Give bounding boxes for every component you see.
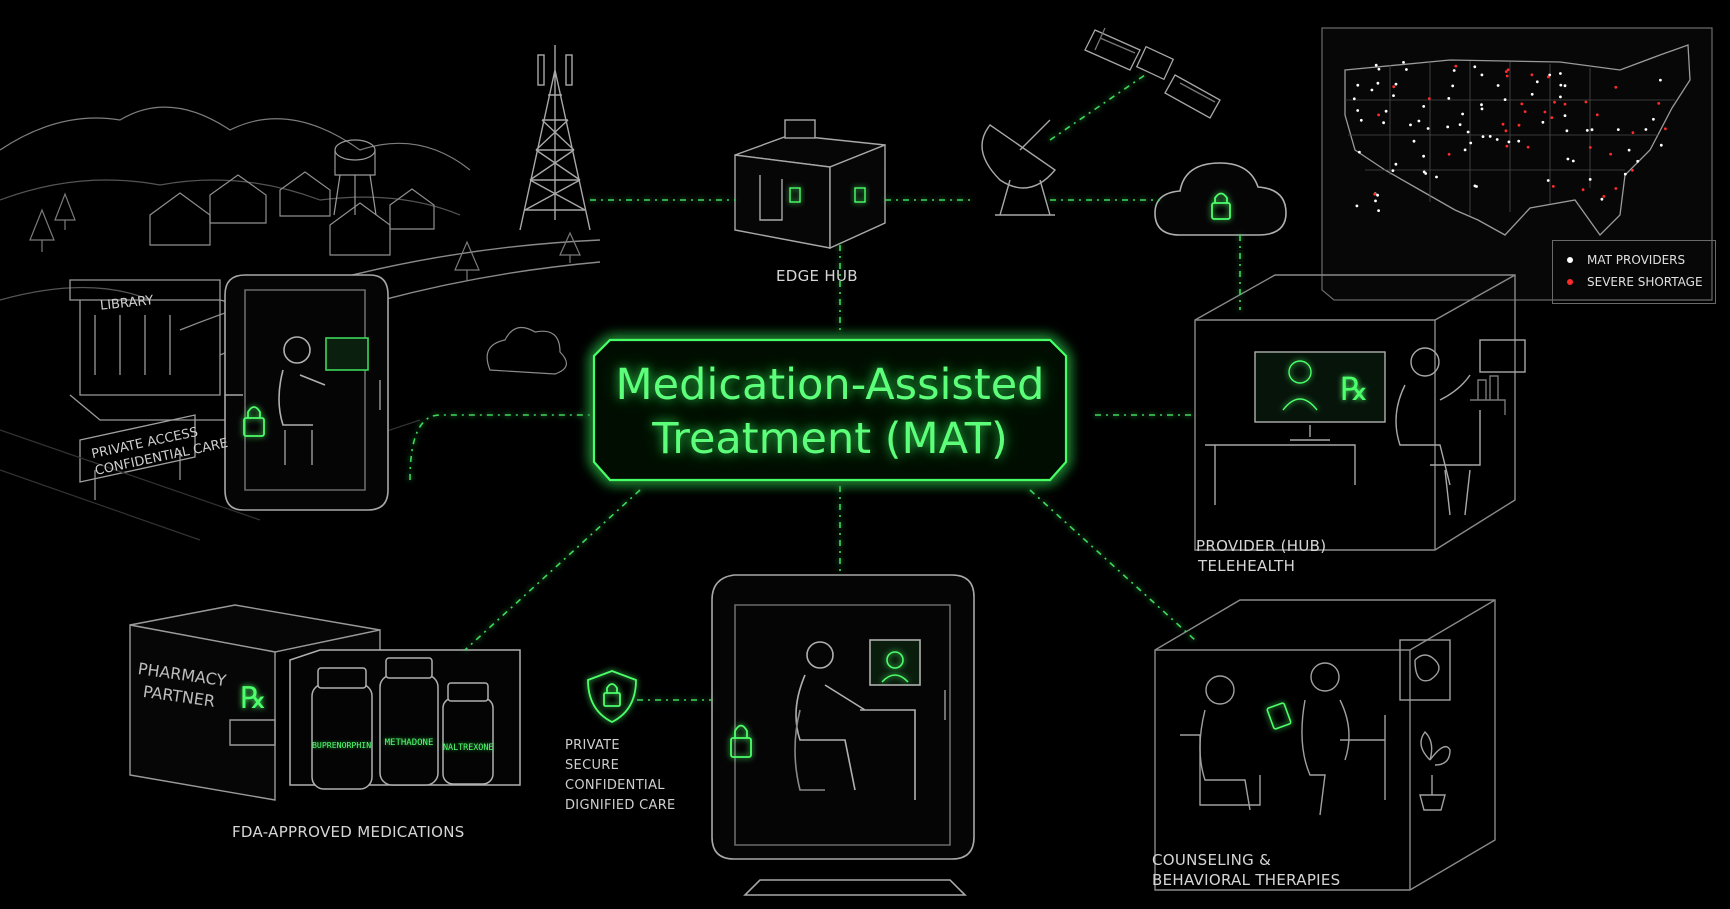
medication-label: NALTREXONE (443, 742, 494, 752)
us-map-panel (1321, 27, 1713, 301)
network-connections (409, 74, 1241, 701)
private-care-line: PRIVATE (565, 738, 620, 753)
pharmacy-partner-building (129, 604, 381, 801)
private-care-label: PRIVATE SECURE CONFIDENTIAL DIGNIFIED CA… (565, 736, 676, 816)
edge-hub-label: EDGE HUB (776, 267, 858, 285)
central-telehealth-booth (711, 574, 975, 896)
fda-medications-label: FDA-APPROVED MEDICATIONS (232, 823, 465, 841)
satellite-dish-icon (981, 119, 1057, 216)
cloud-lock-icon (1154, 162, 1287, 236)
legend-label: MAT PROVIDERS (1587, 253, 1686, 267)
provider-hub-label-line-1: PROVIDER (HUB) (1196, 537, 1327, 555)
legend-dot (1567, 257, 1573, 263)
satellite-icon (1084, 27, 1221, 119)
legend-item-severe-shortage: SEVERE SHORTAGE (1567, 273, 1703, 291)
counseling-label-line-1: COUNSELING & (1152, 851, 1272, 869)
library-telehealth-booth (224, 274, 389, 511)
map-legend: MAT PROVIDERS SEVERE SHORTAGE (1552, 240, 1716, 304)
title-line-2: Treatment (MAT) (652, 414, 1008, 464)
legend-item-mat-providers: MAT PROVIDERS (1567, 251, 1685, 269)
provider-hub-label: PROVIDER (HUB) TELEHEALTH (1196, 536, 1326, 576)
title-frame (592, 338, 1068, 482)
rx-icon: ℞ (1340, 370, 1369, 408)
counseling-label: COUNSELING & BEHAVIORAL THERAPIES (1152, 850, 1341, 890)
legend-dot (1567, 279, 1573, 285)
lock-icon (730, 724, 752, 758)
provider-hub-label-line-2: TELEHEALTH (1198, 557, 1296, 575)
tablet-icon (1266, 702, 1292, 730)
private-care-line: DIGNIFIED CARE (565, 798, 676, 813)
counseling-label-line-2: BEHAVIORAL THERAPIES (1152, 871, 1341, 889)
medication-label: METHADONE (384, 738, 434, 748)
private-care-line: CONFIDENTIAL (565, 778, 665, 793)
legend-label: SEVERE SHORTAGE (1587, 275, 1703, 289)
medication-label: BUPRENORPHINE (312, 740, 372, 750)
cell-tower-icon (519, 45, 591, 231)
title-line-1: Medication-Assisted (615, 360, 1045, 410)
lock-icon (243, 406, 265, 437)
private-care-line: SECURE (565, 758, 620, 773)
shield-lock-icon (587, 670, 637, 724)
medications-display (289, 649, 521, 790)
main-title: Medication-Assisted Treatment (MAT) (596, 338, 1064, 486)
edge-hub-building (734, 119, 886, 250)
counseling-room (1154, 599, 1496, 891)
provider-hub-office (1194, 274, 1526, 551)
rx-icon: ℞ (240, 681, 267, 716)
